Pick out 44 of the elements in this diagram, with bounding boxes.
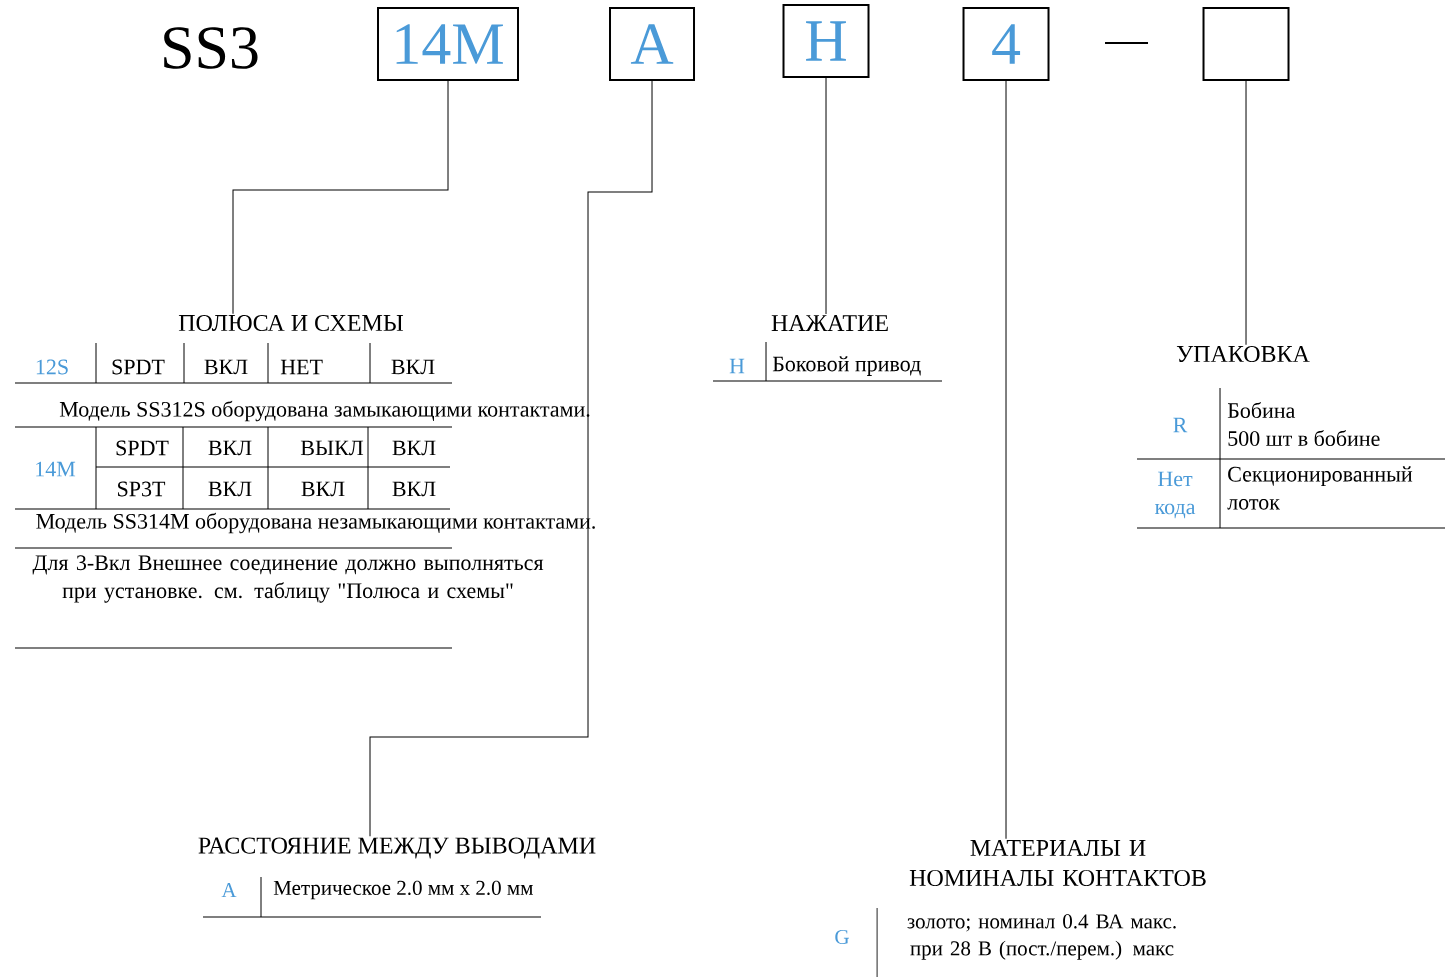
- table-cell: SP3T: [118, 481, 166, 497]
- connector-line: [1005, 80, 1007, 840]
- option-code: H: [729, 358, 745, 374]
- table-cell: SPDT: [112, 359, 165, 375]
- table-cell: ВКЛ: [301, 481, 345, 497]
- table-cell: Метрическое 2.0 мм x 2.0 мм: [273, 880, 533, 900]
- section-heading: УПАКОВКА: [1176, 345, 1310, 363]
- table-cell: ВКЛ: [391, 359, 435, 375]
- code-box: H: [782, 4, 870, 78]
- note-text: Для 3-Вкл Внешнее соединение должно выполняться при установке. см. таблицу "Полюса и схемы": [32, 555, 544, 603]
- table-cell: 500 шт в бобине: [1228, 430, 1380, 446]
- table-cell: ВКЛ: [204, 359, 248, 375]
- code-box: A: [609, 7, 695, 81]
- code-box: 4: [962, 7, 1050, 81]
- table-cell: SPDT: [116, 440, 169, 456]
- table-cell: золото; номинал 0.4 ВА макс. при 28 В (пост./перем.) макс: [907, 914, 1176, 960]
- table-cell: ВКЛ: [208, 440, 252, 456]
- table-cell: Боковой привод: [772, 356, 921, 376]
- section-heading: НАЖАТИЕ: [771, 315, 888, 331]
- table-cell: Бобина: [1227, 402, 1296, 418]
- table-cell: ВКЛ: [208, 481, 252, 497]
- option-code: 14M: [36, 461, 76, 477]
- section-heading: РАССТОЯНИЕ МЕЖДУ ВЫВОДАМИ: [198, 837, 596, 859]
- option-code: Нет кода: [1154, 471, 1196, 519]
- table-cell: ВКЛ: [392, 481, 436, 497]
- option-code: R: [1173, 417, 1188, 433]
- connector-line: [825, 77, 827, 315]
- connector-line: [369, 80, 653, 837]
- note-text: Модель SS312S оборудована замыкающими контактами.: [59, 400, 590, 422]
- series-prefix: SS3: [164, 27, 258, 69]
- table-cell: ВЫКЛ: [300, 440, 364, 456]
- table-cell: ВКЛ: [392, 440, 436, 456]
- section-heading: ПОЛЮСА И СХЕМЫ: [178, 314, 404, 332]
- option-code: G: [835, 929, 849, 945]
- code-box: 14M: [377, 7, 519, 81]
- connector-line: [1245, 80, 1247, 346]
- table-cell: Секционированный лоток: [1227, 466, 1413, 510]
- note-text: Модель SS314M оборудована незамыкающими контактами.: [36, 512, 595, 534]
- connector-line: [232, 80, 449, 315]
- option-code: 12S: [36, 359, 68, 375]
- table-cell: НЕТ: [280, 359, 323, 375]
- code-box: [1202, 7, 1290, 81]
- section-heading: МАТЕРИАЛЫ И НОМИНАЛЫ КОНТАКТОВ: [909, 839, 1206, 887]
- option-code: A: [221, 883, 237, 897]
